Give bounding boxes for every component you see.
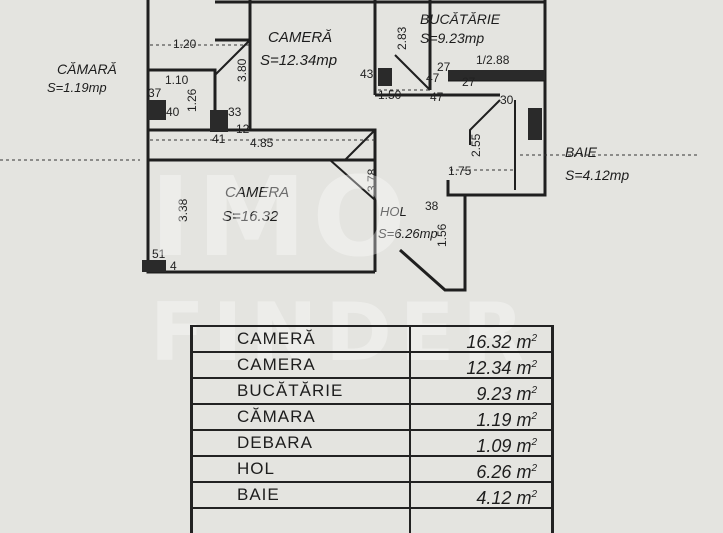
room-name: DEBARA bbox=[193, 431, 411, 455]
dim-label: 3.78 bbox=[365, 168, 379, 192]
room-area: 6.26 m2 bbox=[476, 462, 537, 482]
dim-label: 47 bbox=[426, 71, 440, 85]
area-table: CAMERĂ 16.32 m2 CAMERA 12.34 m2 BUCĂTĂRIE 9… bbox=[190, 325, 554, 533]
table-row: BAIE 4.12 m2 bbox=[193, 481, 551, 508]
dim-label: 1.50 bbox=[378, 88, 402, 102]
dim-label: 38 bbox=[425, 199, 439, 213]
dim-label: 3.80 bbox=[235, 58, 249, 82]
dimension-lines bbox=[0, 44, 700, 171]
dim-label: 51 bbox=[152, 247, 166, 261]
watermark-logo: FINDER bbox=[150, 286, 532, 379]
dim-label: 2.55 bbox=[469, 133, 483, 157]
room-area: 1.19 m2 bbox=[476, 410, 537, 430]
dim-label: 3.38 bbox=[176, 198, 190, 222]
watermark-logo: IMO bbox=[150, 153, 412, 281]
dim-label: 1.26 bbox=[185, 88, 199, 112]
dim-label: 33 bbox=[228, 105, 242, 119]
room-name: CAMERA bbox=[193, 353, 411, 377]
dim-label: 1.10 bbox=[165, 73, 189, 87]
table-row: BUCĂTĂRIE 9.23 m2 bbox=[193, 377, 551, 404]
room-area-hall: S=6.26mp bbox=[378, 226, 438, 241]
dim-label: 4.85 bbox=[250, 136, 274, 150]
dim-label: 30 bbox=[500, 93, 514, 107]
table-row: CAMERĂ 16.32 m2 bbox=[193, 325, 551, 352]
room-label-bath: BAIE bbox=[565, 144, 598, 160]
dim-label: 40 bbox=[166, 105, 180, 119]
room-area-bath: S=4.12mp bbox=[565, 167, 629, 183]
dim-label: 2.83 bbox=[395, 26, 409, 50]
dim-label: 1.56 bbox=[435, 223, 449, 247]
wall-hatches bbox=[142, 68, 545, 272]
room-name: CAMERĂ bbox=[193, 327, 411, 351]
room-name: BAIE bbox=[193, 483, 411, 507]
dim-label: 27 bbox=[437, 60, 451, 74]
room-area: 4.12 m2 bbox=[476, 488, 537, 508]
room-label-camera-large: CAMERA bbox=[225, 184, 289, 201]
dim-label: 4 bbox=[170, 259, 177, 273]
dim-label: 1.20 bbox=[173, 37, 197, 51]
table-row: CĂMARA 1.19 m2 bbox=[193, 403, 551, 430]
room-label-hall: HOL bbox=[380, 204, 407, 219]
dim-label: 47 bbox=[430, 90, 444, 104]
room-area-kitchen: S=9.23mp bbox=[420, 30, 484, 46]
room-area: 1.09 m2 bbox=[476, 436, 537, 456]
room-label-pantry: CĂMARĂ bbox=[57, 61, 117, 77]
room-area-camera-small: S=12.34mp bbox=[260, 52, 337, 69]
room-label-camera-small: CAMERĂ bbox=[268, 29, 332, 46]
table-row: HOL 6.26 m2 bbox=[193, 455, 551, 482]
dim-label: 1.75 bbox=[448, 164, 472, 178]
room-area: 12.34 m2 bbox=[466, 358, 537, 378]
room-name: BUCĂTĂRIE bbox=[193, 379, 411, 403]
room-area: 16.32 m2 bbox=[466, 332, 537, 352]
dim-label: 12 bbox=[236, 122, 250, 136]
dimension-labels: 1.20 3.80 2.83 1.50 4.85 3.38 3.78 1.56 … bbox=[148, 26, 514, 273]
table-row: DEBARA 1.09 m2 bbox=[193, 429, 551, 456]
room-area-camera-large: S=16.32 bbox=[222, 208, 279, 225]
walls bbox=[146, 0, 547, 292]
room-label-kitchen: BUCĂTĂRIE bbox=[420, 11, 501, 27]
dim-label: 1/2.88 bbox=[476, 53, 510, 67]
dim-label: 37 bbox=[148, 86, 162, 100]
room-area-pantry: S=1.19mp bbox=[47, 80, 107, 95]
room-name: CĂMARA bbox=[193, 405, 411, 429]
table-row: CAMERA 12.34 m2 bbox=[193, 351, 551, 378]
room-area: 9.23 m2 bbox=[476, 384, 537, 404]
dim-label: 43 bbox=[360, 67, 374, 81]
dim-label: 27 bbox=[462, 75, 476, 89]
dim-label: 41 bbox=[212, 132, 226, 146]
room-name: HOL bbox=[193, 457, 411, 481]
table-row-partial bbox=[193, 507, 551, 533]
